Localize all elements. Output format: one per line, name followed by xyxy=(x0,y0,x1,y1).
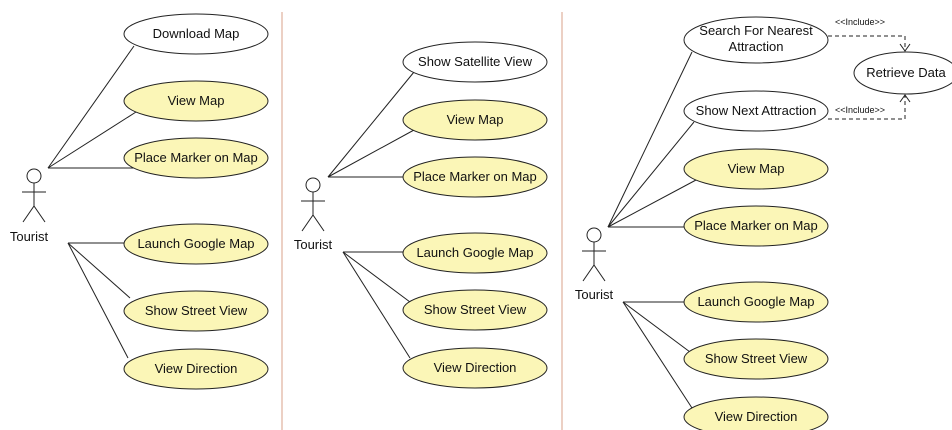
use-case-ellipse xyxy=(402,289,548,331)
use-case-label: View Map xyxy=(447,112,504,127)
include-arrowhead xyxy=(899,94,911,103)
use-case-ellipse xyxy=(123,290,269,332)
actor-figure xyxy=(582,227,606,282)
use-case-label: Show Next Attraction xyxy=(696,103,817,118)
use-case-label: Retrieve Data xyxy=(866,65,946,80)
association-line xyxy=(342,251,411,359)
use-case[interactable]: Place Marker on Map xyxy=(123,137,269,179)
include-label: <<Include>> xyxy=(835,105,885,115)
use-case-label: View Direction xyxy=(434,360,517,375)
panel-1: Tourist Download Map View Map Place Mark… xyxy=(10,13,269,390)
included-use-case[interactable]: Retrieve Data xyxy=(853,51,952,95)
use-case-label: Launch Google Map xyxy=(137,236,254,251)
use-case[interactable]: Launch Google Map xyxy=(683,281,829,323)
use-case-ellipse xyxy=(683,16,829,64)
use-case[interactable]: Launch Google Map xyxy=(123,223,269,265)
association-line xyxy=(47,111,137,169)
use-case-ellipse xyxy=(123,80,269,122)
use-case[interactable]: View Map xyxy=(123,80,269,122)
association-line xyxy=(327,71,415,178)
use-case-label: View Direction xyxy=(155,361,238,376)
use-case-label: View Direction xyxy=(715,409,798,424)
association-line xyxy=(47,45,135,169)
use-case-label: Launch Google Map xyxy=(697,294,814,309)
use-case-label: View Map xyxy=(168,93,225,108)
use-case-label: Show Street View xyxy=(145,303,248,318)
use-case[interactable]: View Direction xyxy=(402,347,548,389)
association-line xyxy=(342,251,411,303)
association-line xyxy=(622,301,693,409)
use-case-ellipse xyxy=(402,232,548,274)
actor-label: Tourist xyxy=(10,229,49,244)
association-line xyxy=(607,179,697,228)
use-case-label: Place Marker on Map xyxy=(413,169,537,184)
use-case-label: Search For Nearest xyxy=(699,23,813,38)
use-case[interactable]: Download Map xyxy=(123,13,269,55)
include-arrowhead xyxy=(899,43,911,52)
use-case-ellipse xyxy=(123,137,269,179)
use-case-ellipse xyxy=(683,396,829,430)
use-case[interactable]: Place Marker on Map xyxy=(402,156,548,198)
use-case-label-line-2: Attraction xyxy=(729,39,784,54)
use-case[interactable]: Show Street View xyxy=(402,289,548,331)
use-case[interactable]: View Map xyxy=(683,148,829,190)
use-case-label: Place Marker on Map xyxy=(134,150,258,165)
use-case-ellipse xyxy=(683,90,829,132)
use-case[interactable]: View Direction xyxy=(683,396,829,430)
use-case-ellipse xyxy=(853,51,952,95)
actor-label: Tourist xyxy=(575,287,614,302)
use-case[interactable]: Show Next Attraction xyxy=(683,90,829,132)
association-line xyxy=(67,242,129,359)
association-line xyxy=(67,242,131,299)
use-case-label: Show Street View xyxy=(424,302,527,317)
use-case-ellipse xyxy=(402,99,548,141)
use-case[interactable]: Show Street View xyxy=(683,338,829,380)
use-case-ellipse xyxy=(123,348,269,390)
panel-3: <<Include>> <<Include>> Tourist Search F… xyxy=(575,16,952,430)
association-line xyxy=(607,51,693,228)
include-arrow xyxy=(828,95,906,120)
include-arrow xyxy=(828,35,906,51)
association-line xyxy=(622,301,691,353)
use-case-label: Place Marker on Map xyxy=(694,218,818,233)
actor-label: Tourist xyxy=(294,237,333,252)
use-case[interactable]: View Direction xyxy=(123,348,269,390)
association-line xyxy=(607,121,695,228)
use-case[interactable]: Show Satellite View xyxy=(402,41,548,83)
use-case[interactable]: Launch Google Map xyxy=(402,232,548,274)
use-case-ellipse xyxy=(683,205,829,247)
association-line xyxy=(327,129,415,178)
use-case-ellipse xyxy=(123,223,269,265)
use-case[interactable]: Place Marker on Map xyxy=(683,205,829,247)
use-case-label: Show Street View xyxy=(705,351,808,366)
use-case-ellipse xyxy=(402,156,548,198)
panel-2: Tourist Show Satellite View View Map Pla… xyxy=(294,41,548,389)
use-case-ellipse xyxy=(683,338,829,380)
include-label: <<Include>> xyxy=(835,17,885,27)
actor-figure xyxy=(301,177,325,232)
use-case[interactable]: Show Street View xyxy=(123,290,269,332)
use-case-ellipse xyxy=(402,41,548,83)
use-case-label: View Map xyxy=(728,161,785,176)
use-case[interactable]: View Map xyxy=(402,99,548,141)
use-case-ellipse xyxy=(402,347,548,389)
use-case-ellipse xyxy=(123,13,269,55)
use-case-label: Show Satellite View xyxy=(418,54,533,69)
use-case-ellipse xyxy=(683,148,829,190)
use-case[interactable]: Search For Nearest Attraction xyxy=(683,16,829,64)
actor-figure xyxy=(22,168,46,223)
use-case-label: Download Map xyxy=(153,26,240,41)
use-case-label: Launch Google Map xyxy=(416,245,533,260)
use-case-ellipse xyxy=(683,281,829,323)
